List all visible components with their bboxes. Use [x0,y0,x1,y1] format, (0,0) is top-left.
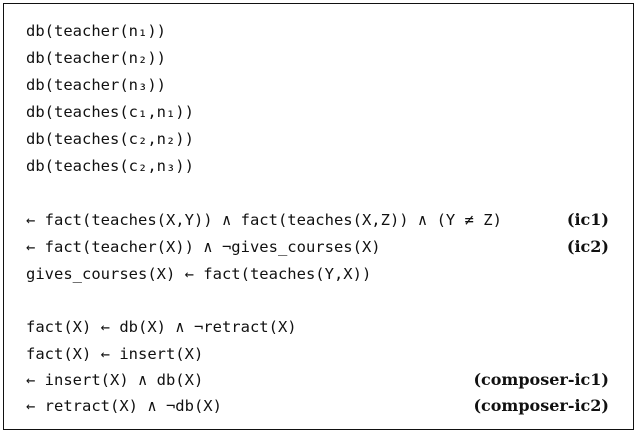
code: ← retract(X) ∧ ¬db(X) [26,397,222,415]
code: db(teaches(c₁,n₁)) [26,103,194,121]
code: db(teacher(n₃)) [26,76,166,94]
constraint-line-ic2: ← fact(teacher(X)) ∧ ¬gives_courses(X) (… [26,234,609,260]
rule-line-fact-db: fact(X) ← db(X) ∧ ¬retract(X) [26,314,609,340]
constraint-line-composer-ic1: ← insert(X) ∧ db(X) (composer-ic1) [26,367,609,393]
listing-frame: db(teacher(n₁)) db(teacher(n₂)) db(teach… [3,3,634,430]
code: fact(X) ← insert(X) [26,345,204,363]
fact-line-2: db(teacher(n₂)) [26,45,609,71]
fact-line-1: db(teacher(n₁)) [26,18,609,44]
fact-line-4: db(teaches(c₁,n₁)) [26,99,609,125]
code: db(teaches(c₂,n₂)) [26,130,194,148]
rule-line-gives-courses: gives_courses(X) ← fact(teaches(Y,X)) [26,261,609,287]
code: db(teaches(c₂,n₃)) [26,157,194,175]
code: db(teacher(n₂)) [26,49,166,67]
fact-line-3: db(teacher(n₃)) [26,72,609,98]
constraint-line-composer-ic2: ← retract(X) ∧ ¬db(X) (composer-ic2) [26,393,609,419]
rule-line-fact-insert: fact(X) ← insert(X) [26,341,609,367]
fact-line-5: db(teaches(c₂,n₂)) [26,126,609,152]
code: ← insert(X) ∧ db(X) [26,371,204,389]
constraint-label: (ic2) [566,237,609,256]
constraint-line-ic1: ← fact(teaches(X,Y)) ∧ fact(teaches(X,Z)… [26,207,609,233]
code: ← fact(teacher(X)) ∧ ¬gives_courses(X) [26,238,381,256]
code: fact(X) ← db(X) ∧ ¬retract(X) [26,318,297,336]
constraint-label: (ic1) [566,210,609,229]
constraint-label: (composer-ic2) [473,396,609,415]
code: db(teacher(n₁)) [26,22,166,40]
code: gives_courses(X) ← fact(teaches(Y,X)) [26,265,372,283]
constraint-label: (composer-ic1) [473,370,609,389]
fact-line-6: db(teaches(c₂,n₃)) [26,153,609,179]
code: ← fact(teaches(X,Y)) ∧ fact(teaches(X,Z)… [26,211,502,229]
